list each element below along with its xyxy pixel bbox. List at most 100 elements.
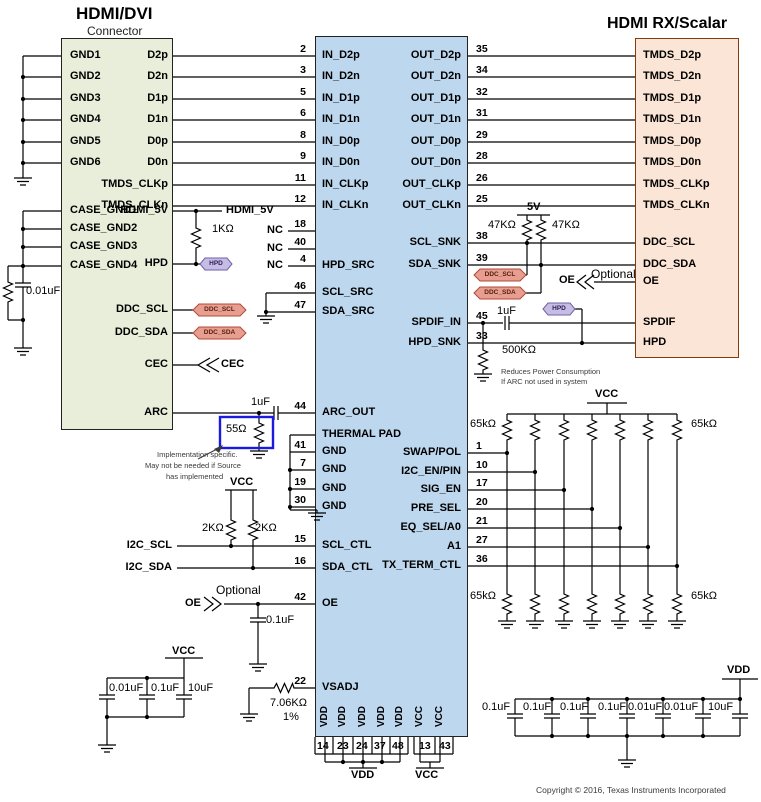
pin-label: OUT_CLKp <box>402 178 461 190</box>
pin-num: 21 <box>476 515 488 527</box>
net-label-hdmi5v: HDMI_5V <box>226 204 274 216</box>
resistor-tolerance: 1% <box>283 711 299 723</box>
pin-num: 8 <box>300 129 306 141</box>
pin-num: 26 <box>476 172 488 184</box>
pin-label: OUT_D1n <box>410 113 461 125</box>
pin-label: IN_D0n <box>322 156 360 168</box>
pin-label: VCC <box>434 706 445 728</box>
pin-label: IN_D1p <box>322 92 360 104</box>
hpd-tag-shape-left <box>199 257 233 271</box>
pin-num: 42 <box>294 591 306 603</box>
pin-num: 12 <box>294 193 306 205</box>
resistor-value: 1KΩ <box>212 223 234 235</box>
pin-label: PRE_SEL <box>410 502 461 514</box>
pin-label: OUT_D2n <box>410 70 461 82</box>
pin-num: 9 <box>300 150 306 162</box>
pin-label: ARC_OUT <box>322 406 376 418</box>
pin-num: 27 <box>476 534 488 546</box>
pin-num: 39 <box>476 252 488 264</box>
pin-num: 41 <box>294 439 306 451</box>
pin-label: OUT_D2p <box>410 49 461 61</box>
pin-label: VCC <box>414 706 425 728</box>
pin-num: 44 <box>294 400 306 412</box>
cap-value: 0.1uF <box>266 614 295 626</box>
pin-label: TMDS_CLKn <box>643 199 710 211</box>
pin-label: HDMI_5V <box>120 204 168 216</box>
rail-label-5v: 5V <box>527 201 541 213</box>
pin-label: TMDS_D1n <box>643 113 702 125</box>
cap-value: 0.1uF <box>598 701 627 713</box>
pin-label: DDC_SDA <box>643 258 697 270</box>
pin-label: SDA_CTL <box>322 561 373 573</box>
copyright: Copyright © 2016, Texas Instruments Inco… <box>536 785 726 795</box>
cap-value: 0.01uF <box>26 285 61 297</box>
connector-subtitle: Connector <box>87 24 143 38</box>
optional-note: Optional <box>591 267 636 281</box>
pin-label: TMDS_D2n <box>643 70 702 82</box>
pin-label: OE <box>643 275 659 287</box>
pin-label: A1 <box>446 540 461 552</box>
hpd-tag-shape-right <box>542 302 576 316</box>
pin-num: 3 <box>300 64 306 76</box>
resistor-value: 65kΩ <box>470 418 496 430</box>
pin-num: 18 <box>294 218 306 230</box>
pin-num: 28 <box>476 150 488 162</box>
pin-label: VDD <box>357 706 368 728</box>
pin-label: GND1 <box>70 49 101 61</box>
pin-label: TMDS_D2p <box>643 49 702 61</box>
resistor-value: 65kΩ <box>691 418 717 430</box>
pin-label: CEC <box>144 358 168 370</box>
vcc-rail-label: VCC <box>172 645 196 657</box>
pin-label: VDD <box>394 706 405 728</box>
cap-value: 10uF <box>188 682 214 694</box>
pin-num: 40 <box>294 236 306 248</box>
ddc-sda-tag-shape-right <box>473 286 527 300</box>
pin-label: HPD_SNK <box>408 336 461 348</box>
pin-label: OUT_D0n <box>410 156 461 168</box>
pin-label: TMDS_CLKn <box>101 199 168 211</box>
pin-label: CASE_GND2 <box>70 222 138 234</box>
pin-label: SWAP/POL <box>402 446 461 458</box>
net-label-cec: CEC <box>221 358 245 370</box>
pin-label: HPD <box>643 336 667 348</box>
pin-label: VDD <box>376 706 387 728</box>
cap-value: 0.01uF <box>109 682 144 694</box>
pin-label: DDC_SCL <box>116 303 168 315</box>
pin-num: 38 <box>476 230 488 242</box>
vdd-rail-label: VDD <box>727 664 751 676</box>
hdmi-dvi-connector-block <box>61 38 173 430</box>
pin-label: CASE_GND4 <box>70 259 138 271</box>
pin-label: GND2 <box>70 70 101 82</box>
pin-num: 23 <box>337 740 349 752</box>
resistor-value: 2KΩ <box>202 522 224 534</box>
resistor-value: 65kΩ <box>470 590 496 602</box>
pin-num: 11 <box>294 172 306 184</box>
pin-label: D2p <box>147 49 168 61</box>
pin-label: GND <box>322 463 347 475</box>
junction-dots <box>20 74 743 765</box>
pin-label: IN_D0p <box>322 135 360 147</box>
hpd-net-tag: HPD <box>209 260 223 267</box>
resistor-value: 65kΩ <box>691 590 717 602</box>
page-title-left: HDMI/DVI <box>76 4 153 23</box>
pin-label: I2C_EN/PIN <box>401 465 461 477</box>
resistor-value: 7.06KΩ <box>270 697 307 709</box>
pin-num: 47 <box>294 299 306 311</box>
pin-num: 29 <box>476 129 488 141</box>
pin-num: 6 <box>300 107 306 119</box>
resistor-value: 2KΩ <box>255 522 277 534</box>
net-tags <box>192 257 576 340</box>
arc-note-line1: Reduces Power Consumption <box>501 367 601 376</box>
net-label-oe: OE <box>559 274 575 286</box>
ddc-sda-tag-shape-left <box>192 326 247 340</box>
ddc-scl-net-tag: DDC_SCL <box>484 271 516 278</box>
pin-num: 2 <box>300 43 306 55</box>
pin-label: D2n <box>147 70 168 82</box>
resistor-value: 47KΩ <box>552 219 580 231</box>
pin-label: GND6 <box>70 156 101 168</box>
pin-label: GND <box>322 445 347 457</box>
pin-label: SIG_EN <box>420 483 461 495</box>
pin-num: 35 <box>476 43 488 55</box>
